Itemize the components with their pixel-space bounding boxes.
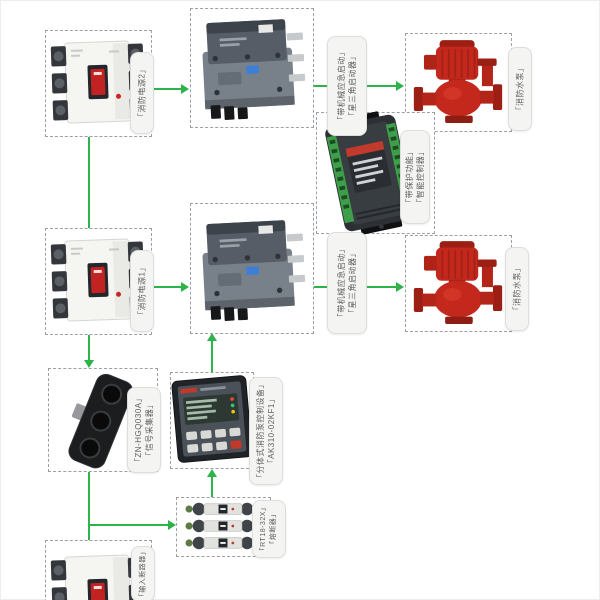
label-line: 「熔断器」 [270,510,277,548]
fire-pump-image [413,241,503,324]
label-line: 「ZN-HGQ030A」 [134,393,143,467]
label-pump-controller-text: 「分体式消防泵控制设备」 「AK310-02KF1」 [255,380,277,482]
label-star-delta-starter-middle-text: 「带机械应急启动」 「星三角启动器」 [336,245,358,322]
fire-pump-image [413,40,503,123]
line-breaker1-to-breaker2 [88,135,90,228]
label-fuse-text: 「RT18-32X」 「熔断器」 [259,504,279,555]
line-collector-to-junction [88,470,90,526]
arrowhead-breaker1-to-ats1 [181,84,189,94]
smart-controller-photo [311,105,429,240]
label-signal-collector: 「ZN-HGQ030A」 「信号采集器」 [127,387,161,473]
label-smart-controller: 「带保护功能」 「智能控制器」 [400,130,430,224]
signal-collector-photo [56,366,140,474]
dual-power-transfer-switch-image [202,220,306,321]
line-breaker2-to-ats2 [150,286,181,288]
label-line: 「信号采集器」 [145,400,154,460]
label-line: 「带机械应急启动」 [337,244,346,322]
label-fire-pump-top-text: 「消防水泵」 [515,63,525,115]
label-star-delta-starter-top-text: 「带机械应急启动」 「星三角启动器」 [336,48,358,125]
label-line: 「分体式消防泵控制设备」 [256,380,265,482]
arrowhead-to-collector [84,360,94,368]
line-junction-to-fuse [88,524,168,526]
label-line: 「带保护功能」 [405,147,414,207]
current-transformer-image [68,373,134,469]
label-line: 「星三角启动器」 [348,249,357,317]
label-input-breaker: 「输入断路器」 [131,546,155,600]
arrowhead-controller-to-ats2 [207,333,217,341]
arrowhead-to-fuse [168,520,176,530]
label-signal-collector-text: 「ZN-HGQ030A」 「信号采集器」 [133,394,155,466]
fire-pump-photo-middle [412,239,504,327]
label-star-delta-starter-middle: 「带机械应急启动」 「星三角启动器」 [327,232,367,334]
label-line: 「AK310-02KF1」 [267,394,276,468]
label-fuse: 「RT18-32X」 「熔断器」 [252,500,286,558]
label-pump-controller: 「分体式消防泵控制设备」 「AK310-02KF1」 [249,377,283,485]
label-fire-pump-middle: 「消防水泵」 [505,247,529,331]
label-power-source-2: 「消防电源2」 [130,52,154,134]
arrowhead-fuse-to-controller [207,469,217,477]
label-power-source-1-text: 「消防电源1」 [137,263,147,319]
label-line: 「RT18-32X」 [260,503,267,555]
label-star-delta-starter-top: 「带机械应急启动」 「星三角启动器」 [327,36,367,136]
dual-power-transfer-switch-image [202,19,306,120]
label-power-source-1: 「消防电源1」 [130,250,154,332]
plc-controller-image [325,111,415,235]
label-fire-pump-middle-text: 「消防水泵」 [512,263,522,315]
line-breaker2-to-collector [88,333,90,361]
line-junction-to-input-breaker [88,524,90,542]
lcd-controller-image [171,375,253,463]
label-fire-pump-top: 「消防水泵」 [508,47,532,131]
pump-controller-photo [170,373,253,465]
label-line: 「智能控制器」 [416,147,425,207]
line-controller-to-ats2 [211,341,213,372]
arrowhead-ats1-to-pump1 [396,81,404,91]
transfer-switch-photo-middle [193,209,311,327]
line-breaker1-to-ats1 [150,88,181,90]
arrowhead-ats2-to-pump2 [396,282,404,292]
line-fuse-to-controller [211,477,213,497]
label-power-source-2-text: 「消防电源2」 [137,65,147,121]
label-input-breaker-text: 「输入断路器」 [139,547,147,600]
transfer-switch-photo-top [193,11,310,123]
arrowhead-breaker2-to-ats2 [181,282,189,292]
label-smart-controller-text: 「带保护功能」 「智能控制器」 [404,147,426,207]
label-line: 「带机械应急启动」 [337,47,346,125]
label-line: 「星三角启动器」 [348,52,357,120]
fire-pump-photo-top [412,37,504,127]
